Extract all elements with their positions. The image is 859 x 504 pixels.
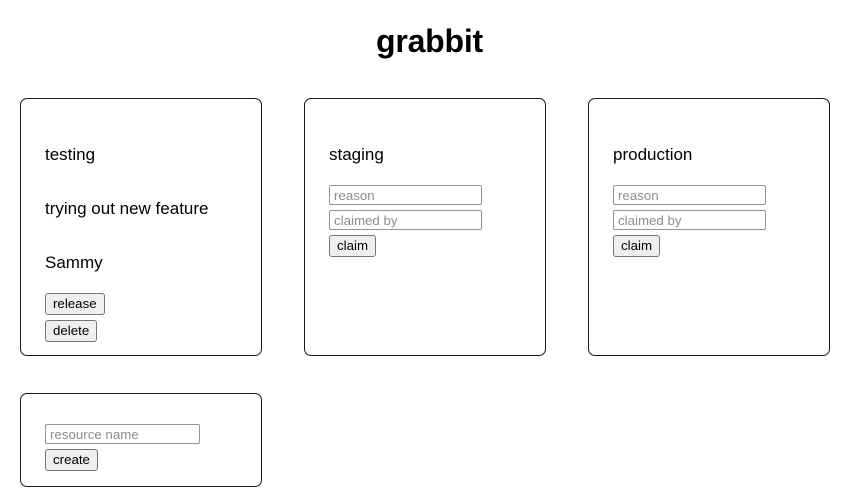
reason-input-production[interactable] <box>613 185 766 205</box>
resource-card-staging: staging claim <box>304 98 546 356</box>
resource-reason-testing: trying out new feature <box>45 199 209 218</box>
resource-card-list: testing trying out new feature Sammy rel… <box>20 98 830 356</box>
delete-button[interactable]: delete <box>45 320 98 342</box>
create-resource-card: create <box>20 393 262 487</box>
page-title: grabbit <box>375 23 484 59</box>
claimed-by-input-staging[interactable] <box>329 210 482 230</box>
resource-name-input[interactable] <box>45 424 200 444</box>
create-resource-form: create <box>45 424 237 471</box>
resource-card-testing: testing trying out new feature Sammy rel… <box>20 98 262 356</box>
reason-input-staging[interactable] <box>329 185 482 205</box>
claim-form-staging: claim <box>329 185 521 257</box>
create-button[interactable]: create <box>45 449 98 471</box>
resource-name-staging: staging <box>329 145 384 164</box>
claim-button-production[interactable]: claim <box>613 235 661 257</box>
claim-form-production: claim <box>613 185 805 257</box>
resource-actions-testing: release delete <box>45 293 237 342</box>
resource-name-testing: testing <box>45 145 96 164</box>
claimed-by-input-production[interactable] <box>613 210 766 230</box>
resource-claimed-by-testing: Sammy <box>45 253 103 272</box>
resource-name-production: production <box>613 145 693 164</box>
resource-card-production: production claim <box>588 98 830 356</box>
release-button[interactable]: release <box>45 293 105 315</box>
claim-button-staging[interactable]: claim <box>329 235 377 257</box>
